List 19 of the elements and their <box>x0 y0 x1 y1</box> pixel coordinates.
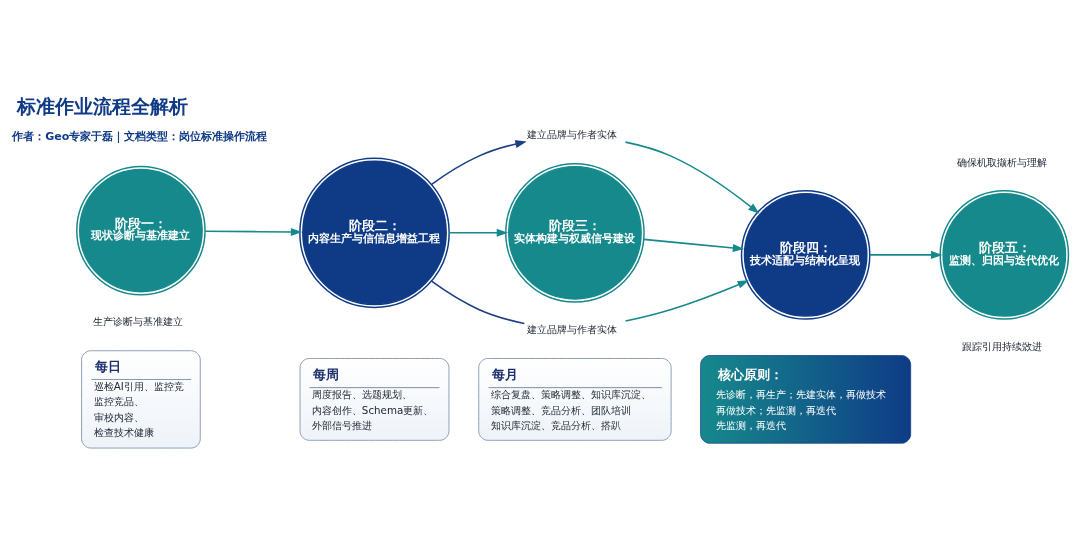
arrow <box>624 279 750 322</box>
connector <box>430 279 526 324</box>
node-box: 每日 巡检AI引用、监控竞 监控竞品、 审校内容、 检查技术健康 <box>81 349 201 448</box>
arrow <box>643 238 745 252</box>
node-label: 跟踪引用持续敚进 <box>961 339 1042 352</box>
node-label: 生产诊断与基准建立 <box>93 314 184 327</box>
node-box: 每月 综合复盘、策略调整、知识库沉淀、 策略调整、竞品分析、团队培训 知识库沉淀、竞品分析、搭趴 <box>478 357 672 441</box>
arrow <box>624 140 760 214</box>
arrow <box>869 250 943 259</box>
arrow <box>448 228 509 237</box>
node-text: 建立品牌与作者实体 <box>527 127 618 140</box>
node-text: 建立品牌与作者实体 <box>527 322 618 335</box>
label: 作者：Geo专家于磊｜文档类型：岗位标准操作流程 <box>12 129 268 143</box>
node-box: 核心原则： 先诊断，再生产；先建实体，再做技术 再做技术；先监测，再迭代 先监测，再迭代 <box>700 354 912 444</box>
arrow <box>204 227 303 236</box>
node-label: 确保机取撷析与理解 <box>956 155 1047 167</box>
node-box: 每周 周度报告、选题规划、 内容创作、Schema更新、 外部信号推进 <box>299 357 450 441</box>
arrow <box>430 139 527 185</box>
diagram-title: 标准作业流程全解析 <box>17 93 189 117</box>
